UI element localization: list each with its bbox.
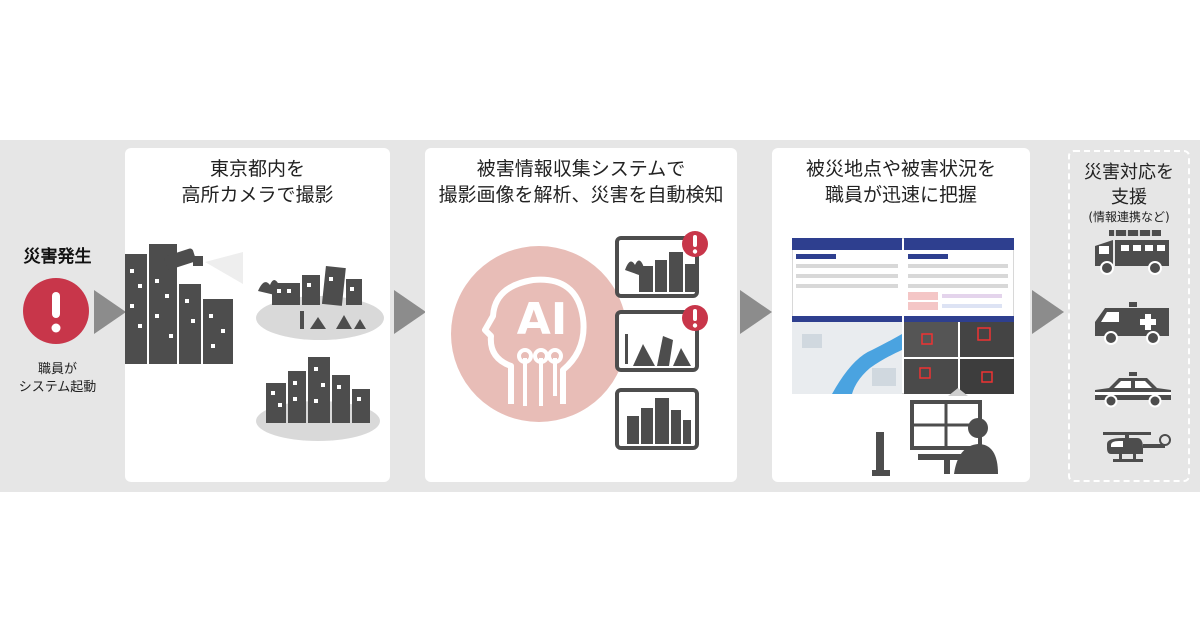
operator-monitor-icon xyxy=(872,388,1012,483)
damaged-area-icon xyxy=(250,263,385,343)
step-panel-camera: 東京都内を 高所カメラで撮影 xyxy=(125,148,390,482)
support-title-line2: 支援 xyxy=(1111,187,1147,208)
city-camera-icon xyxy=(125,244,250,369)
step-panel-ai-analysis: 被害情報収集システムで 撮影画像を解析、災害を自動検知 AI xyxy=(425,148,737,482)
step-panel-staff-monitoring: 被災地点や被害状況を 職員が迅速に把握 xyxy=(772,148,1030,482)
flow-arrow-4 xyxy=(1032,290,1064,334)
staff-start-caption-line2: システム起動 xyxy=(18,380,97,395)
police-car-icon xyxy=(1093,372,1173,408)
step2-title-line2: 撮影画像を解析、災害を自動検知 xyxy=(438,184,724,206)
fire-truck-icon xyxy=(1093,226,1173,276)
ai-label: AI xyxy=(516,294,568,345)
alert-circle-icon xyxy=(23,278,89,344)
step1-title-line1: 東京都内を xyxy=(209,158,305,180)
detected-fire-frame xyxy=(615,230,715,300)
staff-start-caption-line1: 職員が xyxy=(37,362,77,377)
step3-title-line1: 被災地点や被害状況を xyxy=(805,158,996,180)
ai-head-circle-icon xyxy=(451,246,627,422)
support-subtitle: (情報連携など) xyxy=(1088,210,1170,224)
disaster-occurrence-heading: 災害発生 xyxy=(23,247,92,267)
system-dashboard-screenshot xyxy=(792,238,1014,394)
support-title-line1: 災害対応を xyxy=(1084,162,1174,183)
detected-collapse-frame xyxy=(615,304,715,374)
step3-title-line2: 職員が迅速に把握 xyxy=(824,184,977,206)
step1-title-line2: 高所カメラで撮影 xyxy=(181,184,334,206)
ambulance-icon xyxy=(1093,300,1173,346)
flow-arrow-1 xyxy=(94,290,126,334)
normal-city-frame xyxy=(615,384,715,454)
flow-arrow-2 xyxy=(394,290,426,334)
helicopter-icon xyxy=(1093,428,1173,468)
flow-arrow-3 xyxy=(740,290,772,334)
intact-city-icon xyxy=(250,353,385,443)
support-dashed-box xyxy=(1068,150,1190,482)
step2-title-line1: 被害情報収集システムで xyxy=(476,158,686,180)
